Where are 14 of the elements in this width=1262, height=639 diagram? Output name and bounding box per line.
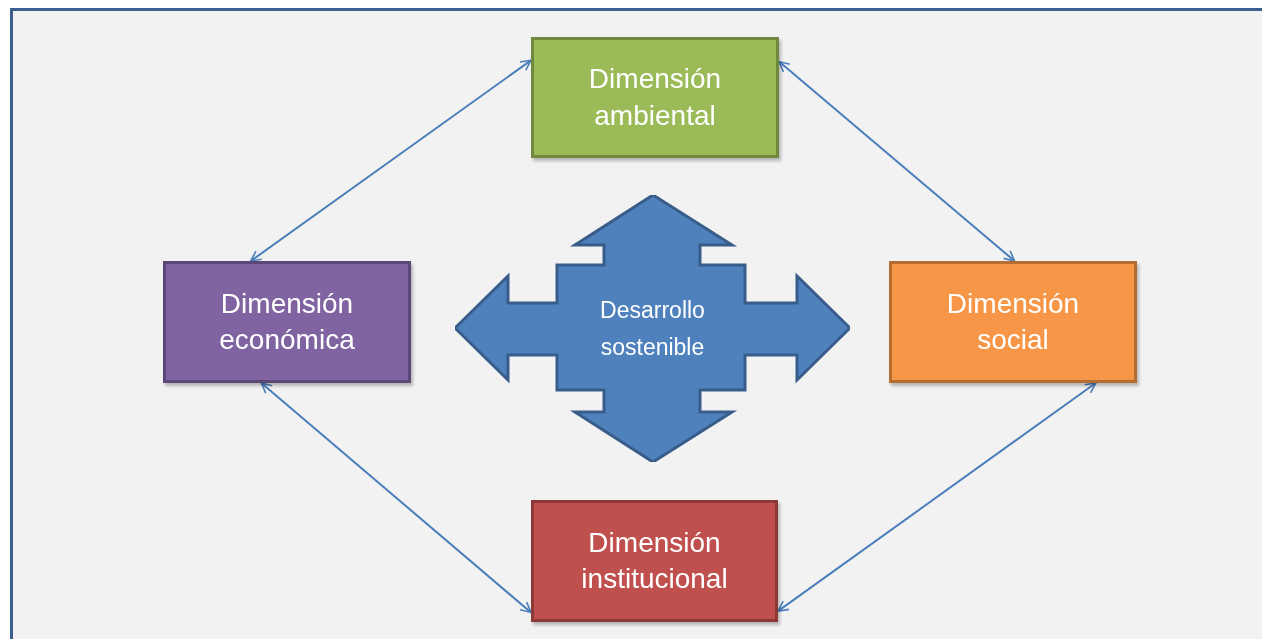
double-arrow — [778, 60, 1016, 262]
dimension-box — [531, 37, 779, 158]
node-label: Desarrollo sostenible — [599, 295, 706, 362]
double-arrow — [260, 382, 532, 614]
dimension-box — [531, 500, 778, 622]
dimension-box — [163, 261, 411, 383]
node-label: Dimensión ambiental — [587, 62, 723, 133]
node-label: Dimensión institucional — [580, 525, 729, 596]
node-label: Dimensión económica — [218, 286, 356, 357]
node-label: Dimensión social — [945, 286, 1081, 357]
cross-shape — [455, 195, 850, 462]
double-arrow — [249, 59, 532, 262]
dimension-box — [889, 261, 1137, 383]
double-arrow — [777, 382, 1097, 613]
